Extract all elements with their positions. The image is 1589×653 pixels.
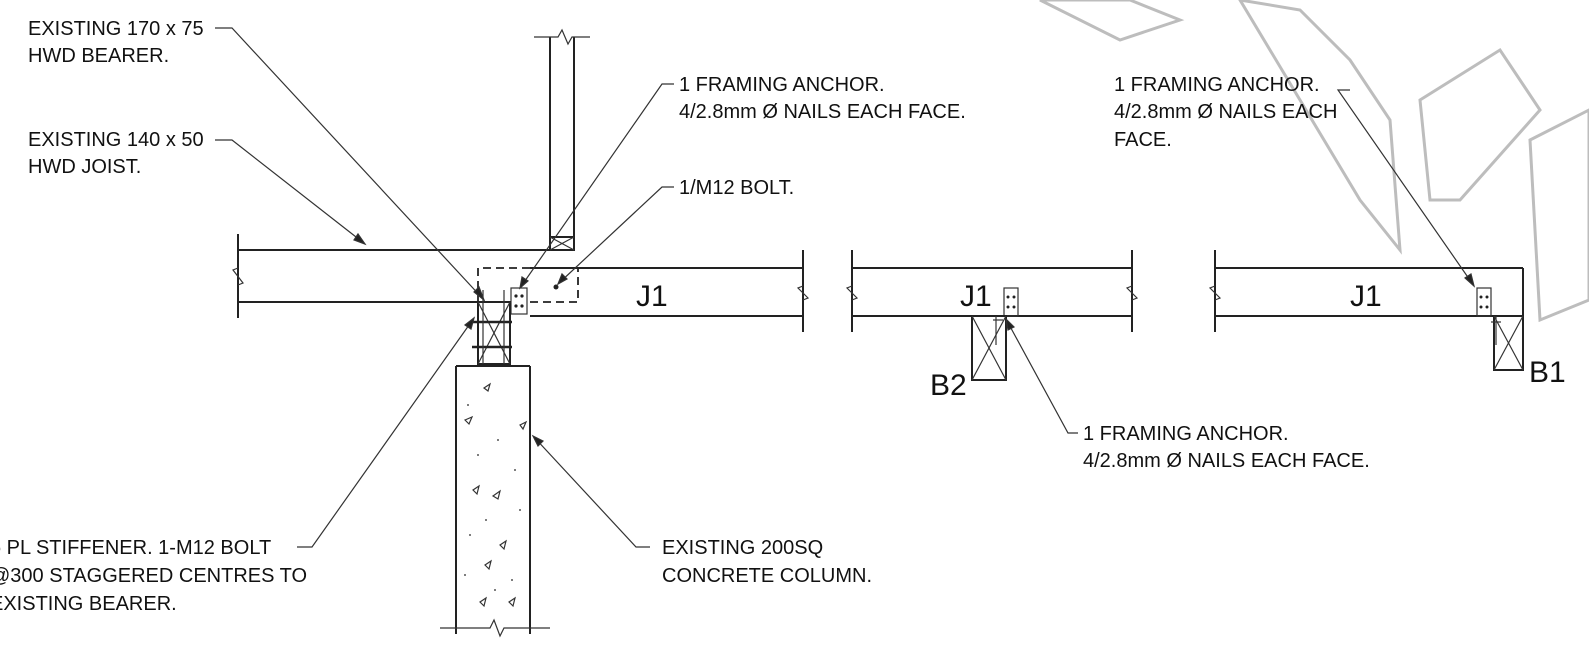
svg-text:6 PL STIFFENER. 1-M12 BOLT: 6 PL STIFFENER. 1-M12 BOLT bbox=[0, 537, 271, 559]
framing-anchor-mid bbox=[1003, 287, 1019, 317]
new-joist-j1-right bbox=[1208, 250, 1524, 332]
existing-joist bbox=[232, 234, 575, 318]
watermark bbox=[1039, 0, 1589, 323]
svg-text:4/2.8mm Ø NAILS EACH FACE.: 4/2.8mm Ø NAILS EACH FACE. bbox=[1083, 450, 1370, 472]
tag-j1-mid: J1 bbox=[960, 280, 992, 313]
leader-lines bbox=[215, 27, 1476, 548]
new-joist-j1-mid bbox=[845, 250, 1139, 332]
svg-text:1 FRAMING ANCHOR.: 1 FRAMING ANCHOR. bbox=[679, 74, 885, 96]
svg-text:EXISTING 140 x 50: EXISTING 140 x 50 bbox=[28, 129, 204, 151]
framing-anchor-right bbox=[1476, 287, 1492, 317]
right-detail bbox=[1208, 250, 1524, 371]
svg-text:@300 STAGGERED CENTRES TO: @300 STAGGERED CENTRES TO bbox=[0, 565, 307, 587]
m12-bolt bbox=[553, 284, 559, 290]
concrete-column bbox=[440, 365, 550, 638]
note-existing-bearer: EXISTING 170 x 75 HWD BEARER. bbox=[28, 18, 204, 67]
svg-text:CONCRETE COLUMN.: CONCRETE COLUMN. bbox=[662, 565, 872, 587]
note-pl-stiffener: 6 PL STIFFENER. 1-M12 BOLT @300 STAGGERE… bbox=[0, 537, 307, 615]
svg-text:EXISTING 200SQ: EXISTING 200SQ bbox=[662, 537, 823, 559]
svg-text:FACE.: FACE. bbox=[1114, 129, 1172, 151]
framing-anchor-left bbox=[510, 287, 528, 315]
new-joist-j1-left bbox=[530, 250, 810, 332]
tag-b1: B1 bbox=[1529, 356, 1566, 389]
beam-b1 bbox=[1491, 315, 1524, 371]
existing-bearer bbox=[477, 267, 579, 303]
tag-j1-right: J1 bbox=[1350, 280, 1382, 313]
note-framing-anchor-right: 1 FRAMING ANCHOR. 4/2.8mm Ø NAILS EACH F… bbox=[1114, 74, 1337, 151]
svg-text:HWD BEARER.: HWD BEARER. bbox=[28, 45, 169, 67]
svg-text:EXISTING BEARER.: EXISTING BEARER. bbox=[0, 593, 177, 615]
wall-stud bbox=[534, 28, 590, 251]
svg-text:1 FRAMING ANCHOR.: 1 FRAMING ANCHOR. bbox=[1083, 423, 1289, 445]
svg-text:4/2.8mm Ø NAILS EACH FACE.: 4/2.8mm Ø NAILS EACH FACE. bbox=[679, 101, 966, 123]
note-framing-anchor-left: 1 FRAMING ANCHOR. 4/2.8mm Ø NAILS EACH F… bbox=[679, 74, 966, 123]
pl-stiffener bbox=[472, 290, 512, 365]
note-m12-bolt: 1/M12 BOLT. bbox=[679, 177, 794, 199]
tag-j1-left: J1 bbox=[636, 280, 668, 313]
beam-b2 bbox=[971, 315, 1007, 381]
note-existing-joist: EXISTING 140 x 50 HWD JOIST. bbox=[28, 129, 204, 178]
svg-text:HWD JOIST.: HWD JOIST. bbox=[28, 156, 141, 178]
middle-detail bbox=[845, 250, 1139, 381]
svg-text:EXISTING 170 x 75: EXISTING 170 x 75 bbox=[28, 18, 204, 40]
svg-text:1 FRAMING ANCHOR.: 1 FRAMING ANCHOR. bbox=[1114, 74, 1320, 96]
note-concrete-column: EXISTING 200SQ CONCRETE COLUMN. bbox=[662, 537, 872, 587]
svg-text:4/2.8mm Ø NAILS EACH: 4/2.8mm Ø NAILS EACH bbox=[1114, 101, 1337, 123]
tag-b2: B2 bbox=[930, 369, 967, 402]
note-framing-anchor-mid: 1 FRAMING ANCHOR. 4/2.8mm Ø NAILS EACH F… bbox=[1083, 423, 1370, 472]
